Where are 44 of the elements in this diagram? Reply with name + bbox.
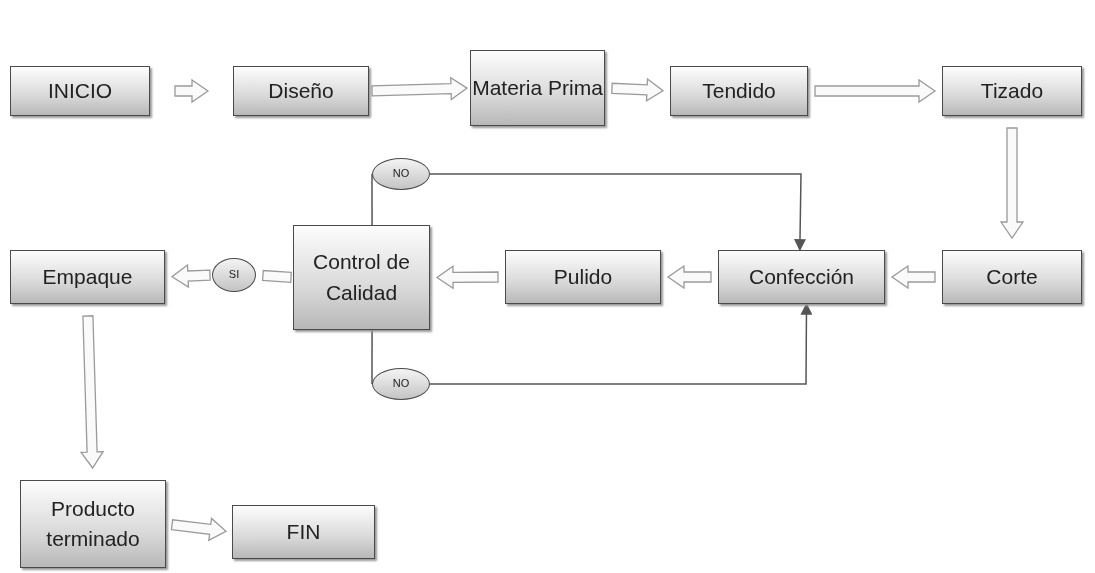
node-label: INICIO (47, 77, 113, 104)
node-label: NO (392, 376, 410, 392)
block-arrow (174, 78, 210, 104)
process-box (10, 66, 150, 116)
process-box (670, 66, 808, 116)
process-box (942, 250, 1082, 304)
node-label: Empaque (42, 263, 133, 290)
node-label: Tizado (980, 77, 1044, 104)
decision-ellipse (372, 368, 430, 400)
block-arrow (170, 517, 228, 542)
decision-ellipse (372, 158, 430, 190)
node-label: Tendido (702, 77, 776, 104)
process-box (718, 250, 885, 304)
node-label: Producto terminado (45, 495, 141, 552)
block-arrow (890, 264, 936, 290)
block-arrow-shaft (261, 269, 292, 284)
node-label: Corte (986, 263, 1038, 290)
node-label: Control de Calidad (312, 249, 411, 306)
connector-line (429, 302, 813, 385)
block-arrow (666, 264, 712, 290)
process-box (233, 66, 369, 116)
node-label: FIN (286, 518, 321, 545)
node-label: Confección (748, 263, 855, 290)
node-label: Materia Prima (472, 74, 603, 101)
process-box (505, 250, 661, 304)
process-box (232, 505, 375, 559)
process-box (293, 225, 430, 330)
decision-ellipse (212, 258, 256, 292)
process-box (10, 250, 165, 304)
process-box (942, 66, 1082, 116)
node-label: Pulido (553, 263, 613, 290)
process-box (470, 50, 605, 126)
connector-line (429, 173, 806, 252)
block-arrow (435, 265, 499, 290)
block-arrow (999, 127, 1025, 240)
block-arrow (611, 77, 665, 103)
node-label: SI (228, 267, 240, 283)
block-arrow (371, 76, 469, 101)
block-arrow (79, 315, 105, 470)
node-label: NO (392, 166, 410, 182)
block-arrow (170, 263, 211, 289)
block-arrow (814, 78, 937, 104)
process-box (20, 480, 166, 568)
node-label: Diseño (268, 77, 334, 104)
